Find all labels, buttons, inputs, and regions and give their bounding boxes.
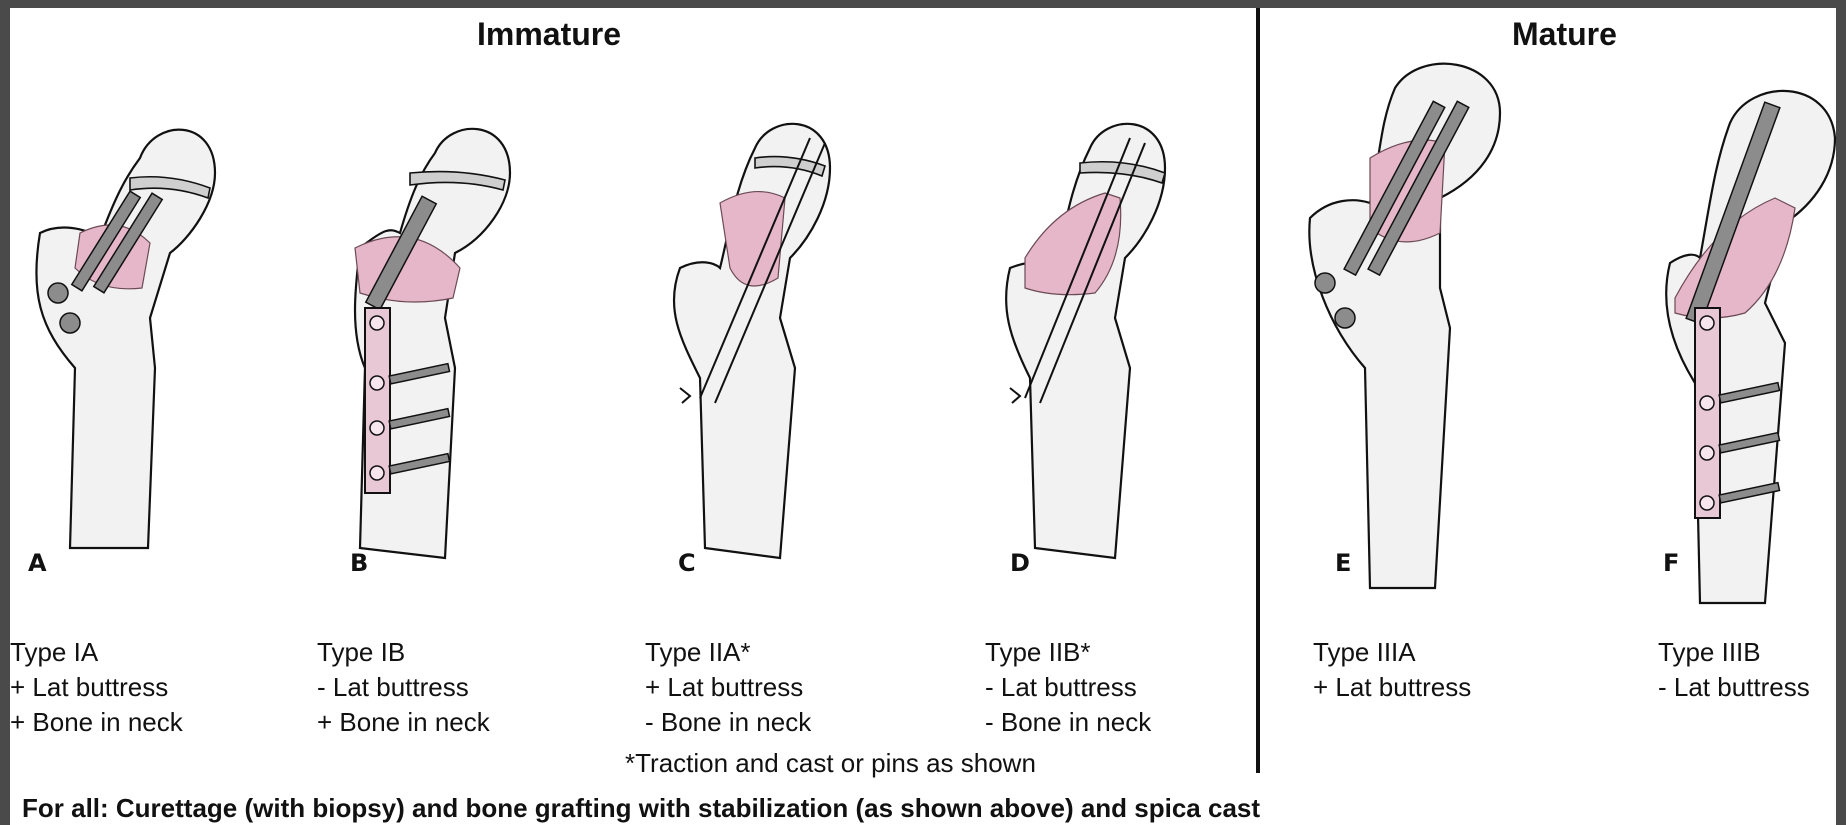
caption-a: Type IA + Lat buttress + Bone in neck (10, 635, 183, 740)
femur-e (1309, 64, 1500, 588)
caption-e-type: Type IIIA (1313, 635, 1471, 670)
femur-f (1666, 91, 1835, 603)
caption-d-line-2: - Bone in neck (985, 705, 1151, 740)
caption-a-line-2: + Bone in neck (10, 705, 183, 740)
footnote: *Traction and cast or pins as shown (625, 748, 1036, 779)
femur-a (36, 130, 215, 548)
caption-e-line-1: + Lat buttress (1313, 670, 1471, 705)
panel-letter-e: E (1335, 549, 1351, 577)
panel-letter-b: B (350, 549, 368, 577)
caption-b-line-2: + Bone in neck (317, 705, 490, 740)
caption-a-line-1: + Lat buttress (10, 670, 183, 705)
panel-letter-f: F (1663, 549, 1679, 577)
caption-f-line-1: - Lat buttress (1658, 670, 1810, 705)
caption-e: Type IIIA + Lat buttress (1313, 635, 1471, 705)
figure-panel: Immature Mature (10, 8, 1836, 825)
caption-d-line-1: - Lat buttress (985, 670, 1151, 705)
caption-d: Type IIB* - Lat buttress - Bone in neck (985, 635, 1151, 740)
femur-d (1006, 124, 1165, 558)
panel-letter-d: D (1010, 549, 1030, 577)
femur-c (674, 124, 830, 558)
footer-note: For all: Curettage (with biopsy) and bon… (22, 793, 1260, 824)
caption-f: Type IIIB - Lat buttress (1658, 635, 1810, 705)
caption-c-line-1: + Lat buttress (645, 670, 811, 705)
caption-c-type: Type IIA* (645, 635, 811, 670)
caption-a-type: Type IA (10, 635, 183, 670)
caption-b: Type IB - Lat buttress + Bone in neck (317, 635, 490, 740)
caption-b-type: Type IB (317, 635, 490, 670)
caption-f-type: Type IIIB (1658, 635, 1810, 670)
femur-illustrations (10, 8, 1836, 825)
caption-c-line-2: - Bone in neck (645, 705, 811, 740)
caption-c: Type IIA* + Lat buttress - Bone in neck (645, 635, 811, 740)
caption-d-type: Type IIB* (985, 635, 1151, 670)
panel-letter-c: C (678, 549, 696, 577)
panel-letter-a: A (28, 549, 47, 577)
caption-b-line-1: - Lat buttress (317, 670, 490, 705)
femur-b (355, 129, 510, 558)
